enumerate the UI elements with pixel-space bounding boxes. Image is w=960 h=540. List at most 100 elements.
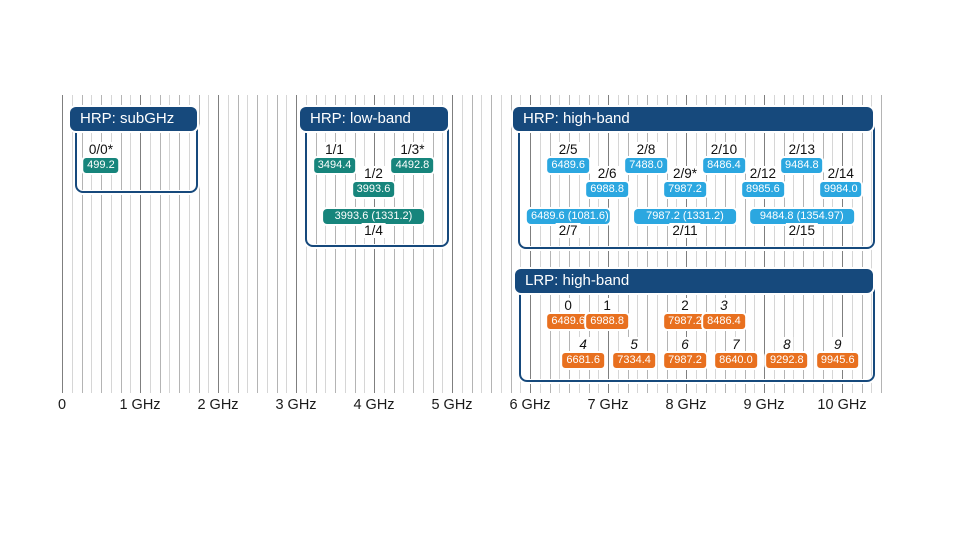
wide-channel-label: 2/11 xyxy=(669,223,701,238)
channel-label: 4 xyxy=(576,337,590,352)
gridline xyxy=(549,95,551,393)
channel-badge: 7987.2 xyxy=(663,313,707,330)
gridline xyxy=(227,95,229,393)
channel-label: 2/9* xyxy=(669,166,701,181)
gridline xyxy=(578,95,580,393)
group-title: LRP: high-band xyxy=(525,272,630,289)
channel-label: 3 xyxy=(717,298,731,313)
gridline xyxy=(588,95,590,393)
gridline xyxy=(666,95,668,393)
channel-label: 0/0* xyxy=(85,142,116,157)
gridline xyxy=(647,95,648,393)
gridline xyxy=(286,95,288,393)
gridline xyxy=(62,95,63,393)
gridline xyxy=(530,95,531,393)
gridline xyxy=(676,95,678,393)
gridline xyxy=(354,95,356,393)
wide-channel-badge: 7987.2 (1331.2) xyxy=(633,208,737,225)
channel-badge: 8640.0 xyxy=(714,352,758,369)
gridline xyxy=(296,95,297,393)
gridline xyxy=(403,95,405,393)
axis-tick-label: 1 GHz xyxy=(119,397,161,413)
gridline xyxy=(656,95,658,393)
channel-badge: 9945.6 xyxy=(815,352,860,369)
gridline xyxy=(539,95,541,393)
channel-badge: 8486.4 xyxy=(702,157,746,174)
channel-badge: 9484.8 xyxy=(779,157,824,174)
channel-badge: 9292.8 xyxy=(765,352,809,369)
gridline xyxy=(783,95,785,393)
gridline xyxy=(695,95,697,393)
gridline xyxy=(861,95,863,393)
gridline xyxy=(325,95,327,393)
gridline xyxy=(754,95,756,393)
gridline xyxy=(764,95,765,393)
gridline xyxy=(81,95,83,393)
gridline xyxy=(627,95,629,393)
channel-label: 2/6 xyxy=(594,166,620,181)
gridline xyxy=(169,95,171,393)
channel-badge: 7987.2 xyxy=(663,352,707,369)
group-title: HRP: high-band xyxy=(523,110,630,127)
group-title: HRP: low-band xyxy=(310,110,411,127)
gridline xyxy=(705,95,707,393)
gridline xyxy=(383,95,385,393)
gridline xyxy=(130,95,132,393)
channel-label: 1/1 xyxy=(322,142,347,157)
wide-channel-label: 2/7 xyxy=(555,223,581,238)
wide-channel-label: 1/4 xyxy=(361,223,386,238)
channel-label: 8 xyxy=(780,337,794,352)
axis-tick-label: 3 GHz xyxy=(275,397,317,413)
gridline xyxy=(793,95,795,393)
gridline xyxy=(569,95,570,393)
channel-badge: 7488.0 xyxy=(624,157,668,174)
channel-label: 9 xyxy=(830,337,845,352)
gridline xyxy=(617,95,619,393)
channel-label: 7 xyxy=(729,337,743,352)
axis-tick-label: 5 GHz xyxy=(431,397,473,413)
gridline xyxy=(101,95,102,393)
channel-badge: 6988.8 xyxy=(585,313,629,330)
channel-badge: 3993.6 xyxy=(351,181,396,198)
gridline xyxy=(374,95,375,393)
channel-badge: 7334.4 xyxy=(612,352,656,369)
gridline xyxy=(159,95,161,393)
gridline xyxy=(266,95,268,393)
gridline xyxy=(725,95,726,393)
gridline xyxy=(773,95,775,393)
channel-badge: 9984.0 xyxy=(818,181,863,198)
gridline xyxy=(413,95,414,393)
channel-badge: 6489.6 xyxy=(546,157,591,174)
gridline xyxy=(237,95,239,393)
gridline xyxy=(198,95,200,393)
gridline xyxy=(608,95,609,393)
channel-label: 1/3* xyxy=(397,142,428,157)
channel-badge: 6489.6 xyxy=(546,313,591,330)
gridline xyxy=(686,95,687,393)
gridline xyxy=(315,95,317,393)
gridline xyxy=(471,95,473,393)
channel-badge: 6681.6 xyxy=(561,352,605,369)
axis-tick-label: 7 GHz xyxy=(587,397,629,413)
gridline xyxy=(803,95,804,393)
channel-label: 2/10 xyxy=(707,142,741,157)
group-header-hrp-lowband: HRP: low-band xyxy=(300,107,448,131)
channel-label: 2/5 xyxy=(555,142,581,157)
gridline xyxy=(822,95,824,393)
channel-label: 1/2 xyxy=(361,166,386,181)
gridline xyxy=(510,95,512,393)
group-title: HRP: subGHz xyxy=(80,110,175,127)
gridline xyxy=(715,95,717,393)
gridline xyxy=(461,95,463,393)
channel-label: 2/14 xyxy=(824,166,857,181)
channel-label: 5 xyxy=(627,337,641,352)
gridline xyxy=(276,95,278,393)
gridline xyxy=(637,95,639,393)
gridline xyxy=(500,95,502,393)
gridline xyxy=(110,95,112,393)
axis-tick-label: 4 GHz xyxy=(353,397,395,413)
gridline xyxy=(881,95,882,393)
channel-badge: 6988.8 xyxy=(585,181,629,198)
channel-label: 2/12 xyxy=(746,166,780,181)
